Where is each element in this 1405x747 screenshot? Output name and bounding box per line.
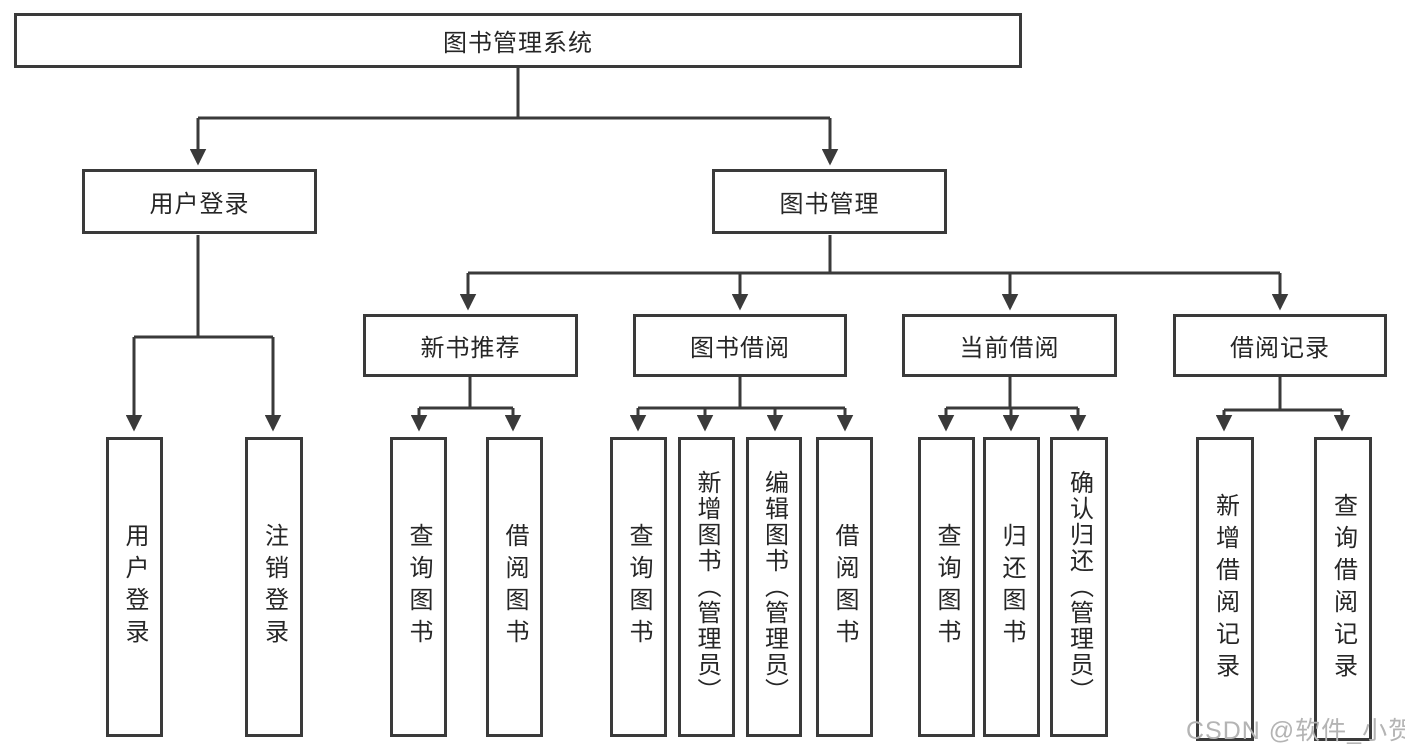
leaf-query-books-current: 查询图书 [918, 437, 975, 737]
leaf-edit-book-admin: 编辑图书（管理员） [746, 437, 802, 737]
node-root: 图书管理系统 [14, 13, 1022, 68]
node-new-book-recommend: 新书推荐 [363, 314, 578, 377]
leaf-query-borrow-record: 查询借阅记录 [1314, 437, 1372, 741]
connector-skeleton [134, 68, 1342, 412]
leaf-query-books-borrow: 查询图书 [610, 437, 667, 737]
watermark-text: CSDN @软件_小贺同学 [1186, 717, 1405, 745]
leaf-query-books-recommend: 查询图书 [390, 437, 447, 737]
node-user-login: 用户登录 [82, 169, 317, 234]
leaf-logout: 注销登录 [245, 437, 303, 737]
leaf-add-book-admin: 新增图书（管理员） [678, 437, 735, 737]
node-borrow-records: 借阅记录 [1173, 314, 1387, 377]
leaf-borrow-books-recommend: 借阅图书 [486, 437, 543, 737]
leaf-add-borrow-record: 新增借阅记录 [1196, 437, 1254, 741]
node-book-management: 图书管理 [712, 169, 947, 234]
leaf-user-login: 用户登录 [106, 437, 163, 737]
leaf-confirm-return-admin: 确认归还（管理员） [1050, 437, 1108, 737]
node-current-borrowing: 当前借阅 [902, 314, 1117, 377]
connector-arrows [125, 118, 1351, 432]
leaf-return-books: 归还图书 [983, 437, 1040, 737]
node-book-borrowing: 图书借阅 [633, 314, 847, 377]
leaf-borrow-books: 借阅图书 [816, 437, 873, 737]
